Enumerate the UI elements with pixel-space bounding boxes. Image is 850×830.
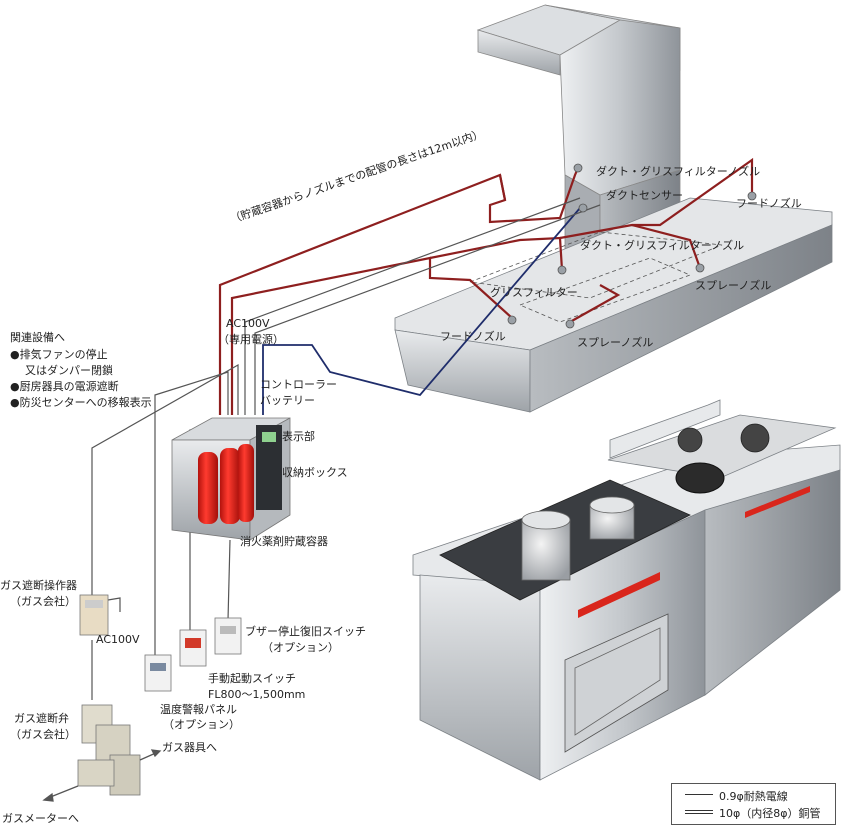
spray-nozzle-right-label: スプレーノズル (695, 279, 772, 292)
buzzer-reset-switch (214, 617, 242, 655)
spray-nozzle-right (695, 263, 705, 273)
temp-panel-label: 温度警報パネル (160, 703, 237, 716)
duct-grease-nozzle-top-label: ダクト・グリスフィルターノズル (596, 165, 761, 178)
frying-pan (675, 462, 725, 494)
storage-box (171, 417, 291, 541)
agent-container-label: 消火薬剤貯蔵容器 (240, 535, 328, 548)
gas-valve-sub: （ガス会社） (10, 728, 76, 741)
temp-panel-sub: （オプション） (163, 718, 240, 731)
legend: 0.9φ耐熱電線 10φ（内径8φ）銅管 (671, 783, 836, 825)
storage-box-label: 収納ボックス (282, 466, 348, 479)
related-item-disaster-center: ●防災センターへの移報表示 (10, 396, 152, 409)
legend-pipe-swatch (685, 810, 713, 814)
spray-nozzle-bottom-label: スプレーノズル (577, 336, 654, 349)
agent-cylinder-1 (198, 452, 218, 524)
manual-switch-height: FL800～1,500mm (208, 688, 306, 701)
manual-start-switch (179, 629, 207, 667)
gas-operator-sub: （ガス会社） (10, 595, 76, 608)
related-item-power-cut: ●厨房器具の電源遮断 (10, 380, 119, 393)
burner-left (677, 427, 703, 453)
battery-label: バッテリー (260, 394, 315, 407)
related-item-fan-stop: ●排気ファンの停止 (10, 348, 108, 361)
legend-pipe-label: 10φ（内径8φ）銅管 (719, 807, 821, 820)
ac100v-dedicated-label: AC100V (226, 317, 270, 330)
legend-wire-swatch (685, 794, 713, 795)
stock-pot-1 (521, 519, 571, 581)
grease-filter-label: グリスフィルター (490, 286, 578, 299)
display-label: 表示部 (282, 430, 315, 443)
gas-valve-label: ガス遮断弁 (14, 712, 69, 725)
legend-pipe-row: 10φ（内径8φ）銅管 (672, 804, 835, 820)
controller-label: コントローラー (260, 378, 337, 391)
to-gas-appliance-label: ガス器具へ (162, 741, 217, 754)
spray-nozzle-bottom (565, 319, 575, 329)
buzzer-switch-sub: （オプション） (262, 641, 339, 654)
display-panel (262, 432, 276, 442)
hood-nozzle-left (507, 315, 517, 325)
manual-switch-label: 手動起動スイッチ (208, 672, 296, 685)
hood-nozzle-right (747, 191, 757, 201)
hood-nozzle-left-label: フードノズル (440, 330, 506, 343)
legend-wire-label: 0.9φ耐熱電線 (719, 790, 788, 803)
range-hood (394, 197, 833, 413)
duct-grease-nozzle-top (573, 163, 583, 173)
duct-grease-nozzle-mid-label: ダクト・グリスフィルターノズル (580, 239, 745, 252)
related-equipment-title: 関連設備へ (10, 331, 65, 344)
to-gas-meter-label: ガスメーターへ (2, 812, 79, 825)
gas-flow-arrows (42, 749, 162, 802)
gas-operator-label: ガス遮断操作器 (0, 579, 77, 592)
related-item-damper: 又はダンパー閉鎖 (25, 364, 113, 377)
buzzer-switch-label: ブザー停止復旧スイッチ (245, 625, 366, 638)
nozzles (507, 163, 757, 329)
agent-cylinder-3 (238, 444, 254, 522)
hood-nozzle-right-label: フードノズル (736, 197, 802, 210)
duct-grease-nozzle-mid (557, 265, 567, 275)
legend-wire-row: 0.9φ耐熱電線 (672, 787, 835, 803)
kitchen-range (412, 399, 841, 781)
ac100v-dedicated-sub: （専用電源） (218, 333, 284, 346)
duct-sensor (578, 203, 588, 213)
burner-right (740, 423, 770, 453)
gas-shutoff-valve (77, 704, 141, 796)
agent-cylinder-2 (220, 448, 240, 524)
duct-sensor-label: ダクトセンサー (606, 189, 683, 202)
temperature-alarm-panel (144, 654, 172, 692)
gas-shutoff-operator (79, 594, 109, 636)
ac100v-label: AC100V (96, 633, 140, 646)
